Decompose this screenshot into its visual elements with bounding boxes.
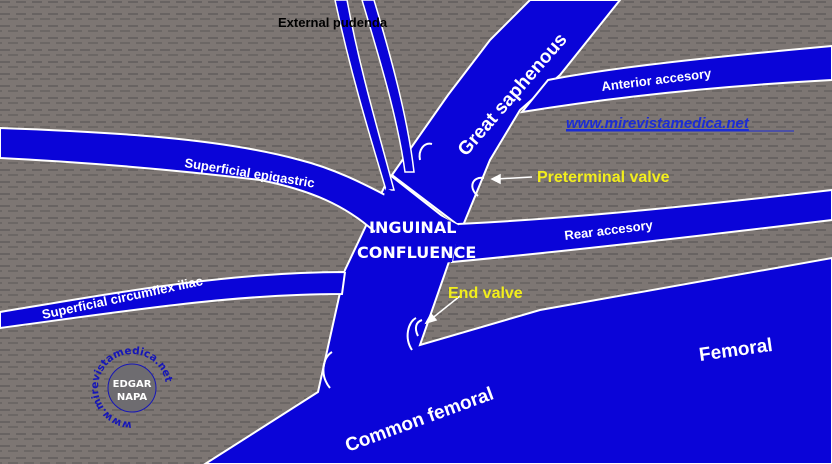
confluence-label: CONFLUENCE <box>357 243 476 262</box>
watermark-name-line2: NAPA <box>117 392 148 403</box>
end-valve-pointer <box>429 295 461 321</box>
preterminal-valve-label: Preterminal valve <box>537 169 670 186</box>
end-valve-label: End valve <box>448 285 523 302</box>
common-femoral-vessel <box>203 173 832 464</box>
pointer-lines <box>424 173 533 325</box>
valve-cusp-upper <box>418 142 433 161</box>
inguinal-label: INGUINAL <box>369 218 456 237</box>
valve-cusp-left <box>322 351 333 389</box>
preterminal-valve-pointer <box>495 176 533 180</box>
external-pudenda-vessel-1 <box>334 0 395 191</box>
watermark-name-line1: EDGAR <box>113 379 152 390</box>
external-pudenda-vessel-2 <box>361 0 415 173</box>
external-pudenda-label: External pudenda <box>278 15 388 30</box>
preterminal-valve-cusp <box>471 176 485 197</box>
watermark-disc <box>107 363 157 413</box>
rear-accessory-vessel <box>450 188 832 264</box>
valves <box>322 142 485 389</box>
website-label: www.mirevistamedica.net <box>566 115 750 132</box>
end-valve-cusp-2 <box>414 319 423 337</box>
superficial-circumflex-iliac-vessel <box>0 270 347 330</box>
confluence-junction <box>345 188 460 272</box>
end-valve-cusp-1 <box>406 317 417 351</box>
